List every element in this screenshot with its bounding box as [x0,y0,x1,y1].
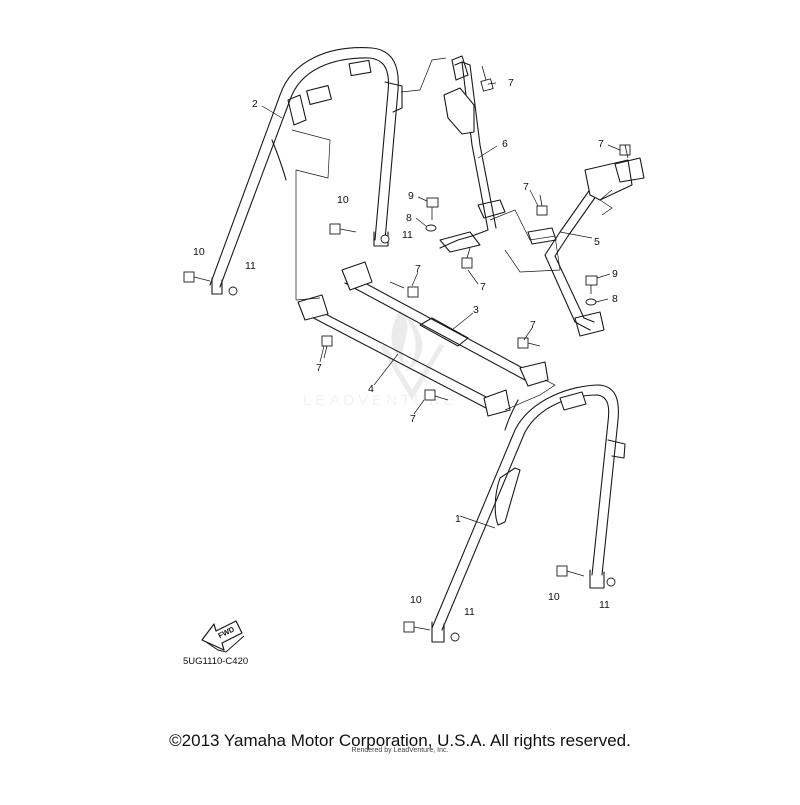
callout-10-upper-left: 10 [193,246,205,258]
callout-1: 1 [455,513,461,525]
nut-11-upper-mid [380,234,390,244]
fwd-arrow-icon: FWD [201,620,245,653]
callout-7-top: 7 [508,77,514,89]
callout-3: 3 [473,304,479,316]
bolt-7-right-top [619,144,631,159]
part-3-crossbar [341,261,549,387]
watermark-text: LEADVENTURE [303,392,458,409]
part-1-front-bar [431,379,626,643]
bolt-9-right [585,275,598,294]
callout-7-left: 7 [316,362,322,374]
callout-9-left: 9 [408,190,414,202]
bolt-10-upper-left [183,271,211,283]
callout-2: 2 [252,98,258,110]
bolt-7-right [517,337,541,349]
bolt-10-lower-left [403,621,431,633]
leader-lines [261,82,621,529]
part-4-crossbar [295,294,511,417]
callout-7-lower: 7 [410,413,416,425]
part-5-brace [527,157,645,337]
callout-4: 4 [368,383,374,395]
bolt-10-upper-mid [329,223,357,235]
nut-11-lower-right [606,577,616,587]
bolt-7-mid [536,194,548,216]
callout-8-left: 8 [406,212,412,224]
bolt-7-top [480,65,494,92]
part-2-rear-bar [209,47,447,300]
callout-7-mid: 7 [523,181,529,193]
part-6-brace [439,55,561,273]
watermark-logo: LEADVENTURE [303,310,458,409]
bolt-10-lower-right [556,565,585,577]
callout-6: 6 [502,138,508,150]
bolt-7-bracket [461,247,473,269]
callouts: 1 2 3 4 5 6 7 7 7 7 7 7 7 7 8 8 9 9 10 1… [193,77,618,618]
callout-11-lower-right: 11 [599,599,610,611]
callout-10-lower-left: 10 [410,594,422,606]
bolt-9-left [426,197,439,220]
nut-11-upper-left [228,286,238,296]
callout-7-bracket: 7 [480,281,486,293]
callout-7-right-top: 7 [598,138,604,150]
washer-8-right [585,298,597,306]
callout-10-upper-mid: 10 [337,194,349,206]
washer-8-left [425,224,437,232]
copyright-text: ©2013 Yamaha Motor Corporation, U.S.A. A… [169,731,631,750]
bolt-7-group [321,65,631,401]
callout-10-lower-right: 10 [548,591,560,603]
callout-9-right: 9 [612,268,618,280]
bolt-7-lower [424,389,449,401]
callout-7-center: 7 [415,263,421,275]
callout-11-lower-left: 11 [464,606,475,618]
callout-11-upper-left: 11 [245,260,256,272]
callout-11-upper-mid: 11 [402,229,413,241]
callout-7-right: 7 [530,319,536,331]
nut-11-lower-left [450,632,460,642]
bolt-7-center [389,281,419,298]
callout-5: 5 [594,236,600,248]
bolt-7-left [321,335,333,359]
callout-8-right: 8 [612,293,618,305]
drawing-code: 5UG1110-C420 [183,656,248,667]
rendered-by-text: Rendered by LeadVenture, Inc. [352,747,449,754]
